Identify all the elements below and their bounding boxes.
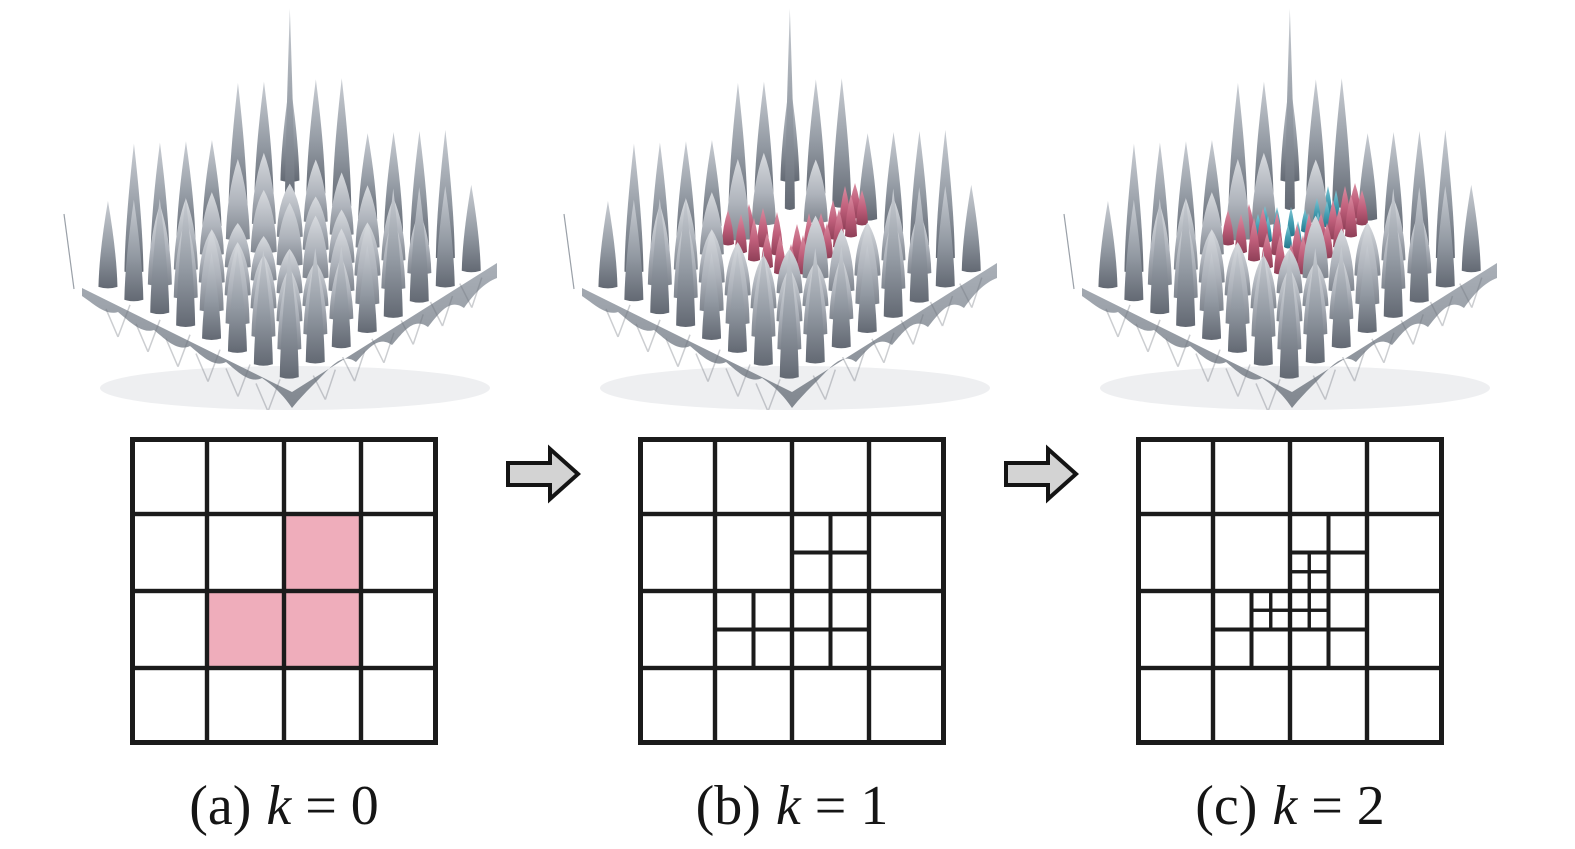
caption-variable: k	[1272, 775, 1298, 837]
caption-variable: k	[266, 775, 292, 837]
surface-svg-c	[1063, 8, 1497, 410]
caption-index: (a)	[189, 775, 252, 837]
caption-b: (b)k=1	[592, 770, 992, 842]
caption-variable: k	[775, 775, 801, 837]
caption-a: (a)k=0	[84, 770, 484, 842]
surface-plot-b	[560, 0, 1000, 410]
caption-value: 0	[350, 775, 379, 837]
refinement-grid-c	[1136, 437, 1444, 745]
surface-svg-b	[563, 8, 997, 410]
surface-svg-a	[63, 8, 497, 410]
caption-c: (c)k=2	[1090, 770, 1490, 842]
caption-index: (b)	[695, 775, 761, 837]
grid-svg-a	[130, 437, 438, 745]
surface-plot-a	[60, 0, 500, 410]
refinement-grid-b	[638, 437, 946, 745]
surface-plot-c	[1060, 0, 1500, 410]
caption-value: 2	[1356, 775, 1385, 837]
arrow-right-icon	[504, 442, 582, 506]
caption-equals: =	[814, 775, 847, 837]
caption-equals: =	[305, 775, 337, 837]
arrow-right-svg	[506, 444, 582, 504]
caption-value: 1	[860, 775, 889, 837]
arrow-right-svg	[1004, 444, 1080, 504]
caption-index: (c)	[1195, 775, 1258, 837]
grid-svg-c	[1136, 437, 1444, 745]
arrow-right-icon	[1002, 442, 1080, 506]
caption-equals: =	[1311, 775, 1343, 837]
refinement-grid-a	[130, 437, 438, 745]
grid-svg-b	[638, 437, 946, 745]
